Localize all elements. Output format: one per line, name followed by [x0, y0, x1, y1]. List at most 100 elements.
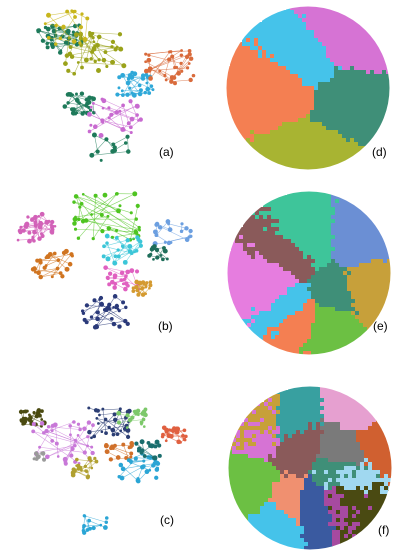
network-node	[145, 81, 149, 85]
network-node	[80, 12, 84, 16]
network-node	[113, 443, 117, 448]
network-node	[141, 464, 146, 469]
network-node	[117, 32, 123, 37]
network-node	[36, 28, 41, 33]
network-node	[37, 214, 41, 218]
network-node	[149, 84, 154, 88]
network-node	[73, 194, 79, 199]
network-node	[104, 443, 109, 447]
network-node	[63, 248, 69, 254]
network-node	[142, 425, 146, 428]
network-node	[164, 78, 168, 82]
network-node	[146, 441, 151, 445]
network-node	[129, 455, 133, 459]
network-node	[78, 465, 83, 470]
panel-label-a: (a)	[159, 145, 174, 159]
network-node	[185, 66, 190, 70]
network-node	[123, 141, 128, 145]
network-node	[75, 92, 78, 96]
network-node	[128, 125, 133, 130]
network-node	[117, 86, 121, 90]
network-node	[125, 409, 131, 415]
network-node	[30, 217, 35, 221]
network-node	[109, 316, 114, 321]
network-node	[118, 407, 122, 411]
network-node	[18, 409, 24, 414]
network-node	[162, 248, 168, 254]
network-node	[76, 61, 80, 64]
network-node	[121, 282, 125, 286]
network-node	[104, 516, 109, 520]
network-node	[99, 158, 103, 162]
network-node	[105, 275, 110, 280]
network-node	[148, 280, 153, 284]
network-node	[39, 232, 44, 236]
network-node	[50, 429, 54, 433]
network-node	[171, 429, 176, 433]
partition-disk-d	[225, 5, 391, 171]
network-node	[103, 50, 108, 54]
network-node	[113, 254, 118, 259]
network-node	[129, 451, 134, 456]
network-node	[95, 43, 100, 48]
network-node	[86, 420, 92, 425]
network-node	[105, 241, 109, 245]
network-node	[139, 448, 143, 452]
network-node	[157, 453, 162, 458]
network-node	[46, 424, 51, 429]
network-node	[144, 469, 150, 475]
network-node	[26, 215, 30, 219]
network-node	[127, 73, 133, 79]
network-node	[95, 149, 100, 154]
network-node	[125, 321, 130, 327]
network-node	[56, 455, 60, 458]
network-node	[148, 252, 153, 257]
network-node	[80, 65, 84, 70]
network-node	[152, 455, 158, 461]
network-node	[140, 422, 143, 426]
panel-label-f: (f)	[378, 523, 390, 537]
network-node	[111, 321, 117, 327]
network-node	[104, 449, 110, 455]
network-node	[89, 57, 93, 61]
network-node	[37, 413, 41, 417]
network-node	[95, 316, 100, 322]
panel-label-b: (b)	[158, 319, 173, 333]
network-node	[129, 130, 133, 135]
network-node	[87, 429, 92, 435]
network-node	[121, 103, 125, 108]
network-node	[39, 222, 44, 227]
network-node	[34, 217, 37, 221]
network-node	[152, 258, 155, 261]
network-node	[72, 221, 77, 226]
network-node	[173, 65, 177, 70]
network-map-a	[36, 9, 196, 162]
network-node	[87, 456, 92, 461]
network-node	[70, 107, 75, 112]
network-node	[140, 76, 146, 81]
network-node	[50, 423, 55, 428]
network-map-c	[18, 406, 188, 535]
network-node	[35, 454, 41, 460]
network-node	[187, 49, 192, 53]
network-node	[143, 407, 148, 412]
network-node	[116, 410, 122, 416]
network-node	[140, 410, 146, 416]
network-node	[73, 32, 79, 38]
panel-label-c: (c)	[160, 513, 174, 527]
network-node	[38, 445, 42, 449]
network-node	[183, 438, 187, 442]
network-node	[37, 236, 42, 241]
network-node	[117, 474, 121, 479]
network-node	[144, 52, 148, 56]
network-node	[38, 274, 44, 280]
network-node	[89, 315, 94, 319]
network-node	[73, 227, 78, 231]
network-node	[86, 99, 92, 105]
partition-disk-f	[227, 385, 393, 550]
network-node	[184, 54, 190, 59]
network-node	[39, 421, 45, 426]
network-node	[83, 218, 89, 223]
